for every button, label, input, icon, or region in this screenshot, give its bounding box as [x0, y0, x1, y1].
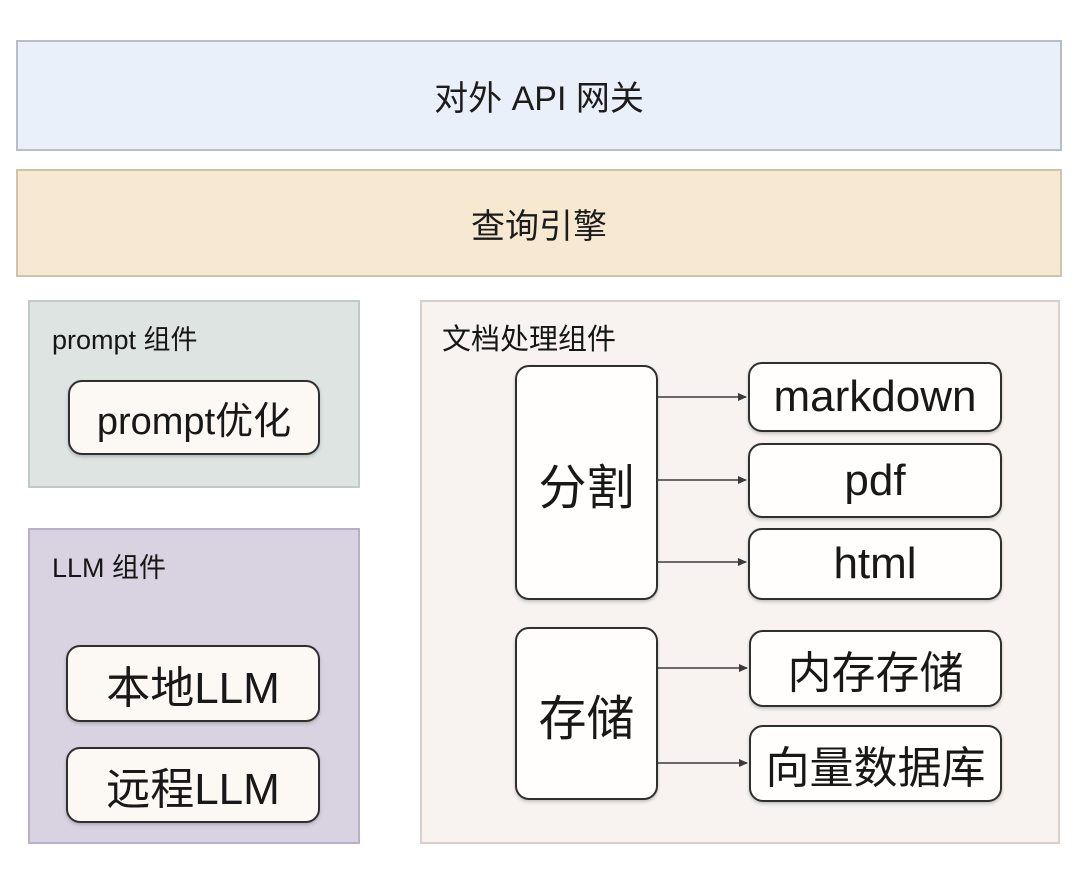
storage-node: 存储	[515, 627, 658, 800]
split-node: 分割	[515, 365, 658, 600]
llm-component-panel: LLM 组件 本地LLM 远程LLM	[28, 528, 360, 844]
query-engine-label: 查询引擎	[471, 207, 607, 246]
local-llm-node: 本地LLM	[66, 645, 320, 722]
vector-db-node: 向量数据库	[749, 725, 1002, 802]
llm-component-label: LLM 组件	[52, 553, 167, 583]
markdown-node: markdown	[748, 362, 1002, 432]
prompt-component-label: prompt 组件	[52, 325, 198, 355]
doc-component-label: 文档处理组件	[442, 324, 617, 356]
prompt-optimize-node: prompt优化	[68, 380, 320, 455]
pdf-node: pdf	[748, 443, 1002, 518]
query-engine-node: 查询引擎	[16, 169, 1062, 277]
doc-component-panel: 文档处理组件 分割 markdown pdf html 存储 内存存储 向量数据…	[420, 300, 1060, 844]
prompt-component-panel: prompt 组件 prompt优化	[28, 300, 360, 488]
api-gateway-node: 对外 API 网关	[16, 40, 1062, 151]
remote-llm-node: 远程LLM	[66, 747, 320, 823]
api-gateway-label: 对外 API 网关	[434, 80, 644, 118]
html-node: html	[748, 528, 1002, 600]
memory-storage-node: 内存存储	[749, 630, 1002, 707]
